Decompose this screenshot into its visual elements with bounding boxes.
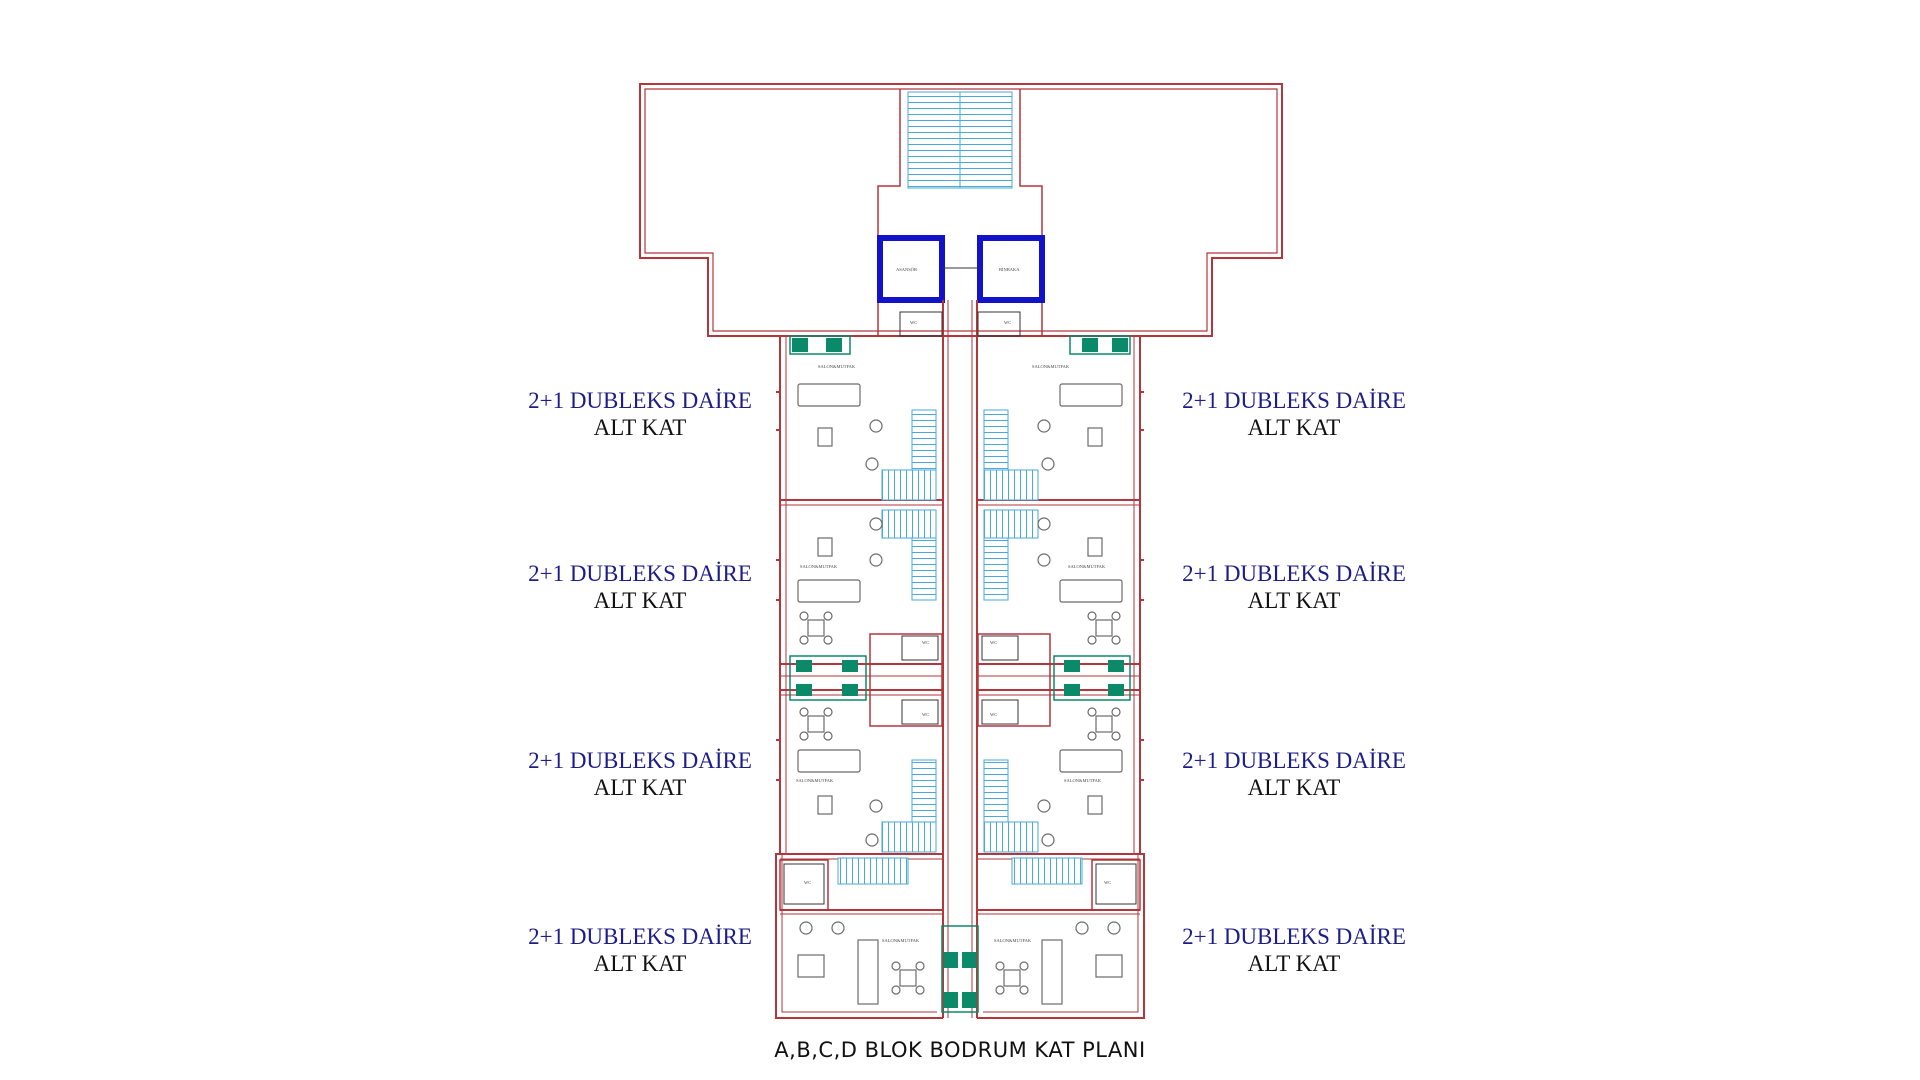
unit-label: 2+1 DUBLEKS DAİRE ALT KAT [1164, 747, 1424, 801]
room-label: SALON&MUTFAK [1032, 364, 1070, 369]
room-label: SALON&MUTFAK [818, 364, 856, 369]
unit-floor: ALT KAT [1247, 775, 1341, 800]
elevator-core: ASANSÖR BİNBAKA [877, 235, 1045, 303]
furniture [797, 383, 1123, 1005]
room-label: SALON&MUTFAK [882, 938, 920, 943]
unit-title: 2+1 DUBLEKS DAİRE [528, 388, 752, 413]
wc-label: WC [922, 640, 929, 645]
unit-floor: ALT KAT [593, 951, 687, 976]
unit-label: 2+1 DUBLEKS DAİRE ALT KAT [510, 387, 770, 441]
central-corridor [942, 300, 978, 1018]
unit-title: 2+1 DUBLEKS DAİRE [528, 561, 752, 586]
elevator-label: ASANSÖR [896, 267, 917, 272]
unit-label: 2+1 DUBLEKS DAİRE ALT KAT [1164, 387, 1424, 441]
room-label: SALON&MUTFAK [994, 938, 1032, 943]
unit-label: 2+1 DUBLEKS DAİRE ALT KAT [1164, 560, 1424, 614]
unit-label: 2+1 DUBLEKS DAİRE ALT KAT [510, 560, 770, 614]
wc-label: WC [1004, 320, 1011, 325]
wc-label: WC [922, 712, 929, 717]
wc-label: WC [910, 320, 917, 325]
unit-title: 2+1 DUBLEKS DAİRE [1182, 748, 1406, 773]
unit-label: 2+1 DUBLEKS DAİRE ALT KAT [510, 747, 770, 801]
unit-floor: ALT KAT [1247, 951, 1341, 976]
unit-title: 2+1 DUBLEKS DAİRE [528, 924, 752, 949]
unit-title: 2+1 DUBLEKS DAİRE [528, 748, 752, 773]
wc-label: WC [990, 640, 997, 645]
unit-floor: ALT KAT [593, 415, 687, 440]
unit-title: 2+1 DUBLEKS DAİRE [1182, 388, 1406, 413]
unit-title: 2+1 DUBLEKS DAİRE [1182, 561, 1406, 586]
plan-caption: A,B,C,D BLOK BODRUM KAT PLANI [774, 1038, 1146, 1062]
room-label: SALON&MUTFAK [1068, 564, 1106, 569]
room-labels: SALON&MUTFAK SALON&MUTFAK SALON&MUTFAK S… [796, 320, 1111, 943]
wc-label: WC [804, 880, 811, 885]
room-label: SALON&MUTFAK [1064, 778, 1102, 783]
kitchen-counters [789, 335, 1131, 1013]
unit-label: 2+1 DUBLEKS DAİRE ALT KAT [510, 923, 770, 977]
unit-floor: ALT KAT [1247, 588, 1341, 613]
left-wing [775, 336, 943, 1019]
room-label: SALON&MUTFAK [796, 778, 834, 783]
unit-stairs [837, 409, 1083, 885]
unit-floor: ALT KAT [593, 588, 687, 613]
kitchens [792, 338, 1128, 1008]
wc-label: WC [990, 712, 997, 717]
wc-rooms [783, 311, 1137, 905]
wc-label: WC [1104, 880, 1111, 885]
unit-floor: ALT KAT [593, 775, 687, 800]
unit-title: 2+1 DUBLEKS DAİRE [1182, 924, 1406, 949]
unit-label: 2+1 DUBLEKS DAİRE ALT KAT [1164, 923, 1424, 977]
shaft-label: BİNBAKA [999, 267, 1020, 272]
unit-floor: ALT KAT [1247, 415, 1341, 440]
room-label: SALON&MUTFAK [800, 564, 838, 569]
